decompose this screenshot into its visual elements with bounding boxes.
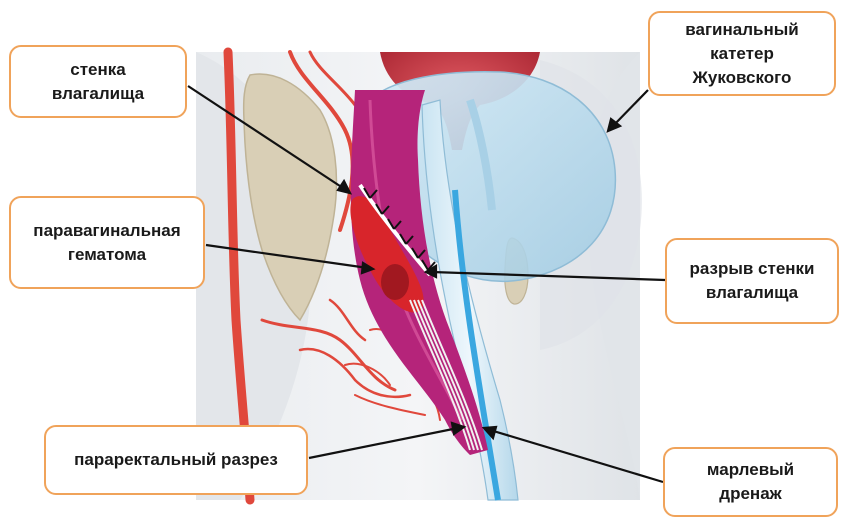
label-paravaginal-hematoma: паравагинальная гематома bbox=[9, 196, 205, 289]
label-zhukovsky-catheter: вагинальный катетер Жуковского bbox=[648, 11, 836, 96]
label-gauze-drain: марлевый дренаж bbox=[663, 447, 838, 517]
label-wall-rupture: разрыв стенки влагалища bbox=[665, 238, 839, 324]
label-vaginal-wall: стенка влагалища bbox=[9, 45, 187, 118]
label-pararectal-incision: параректальный разрез bbox=[44, 425, 308, 495]
